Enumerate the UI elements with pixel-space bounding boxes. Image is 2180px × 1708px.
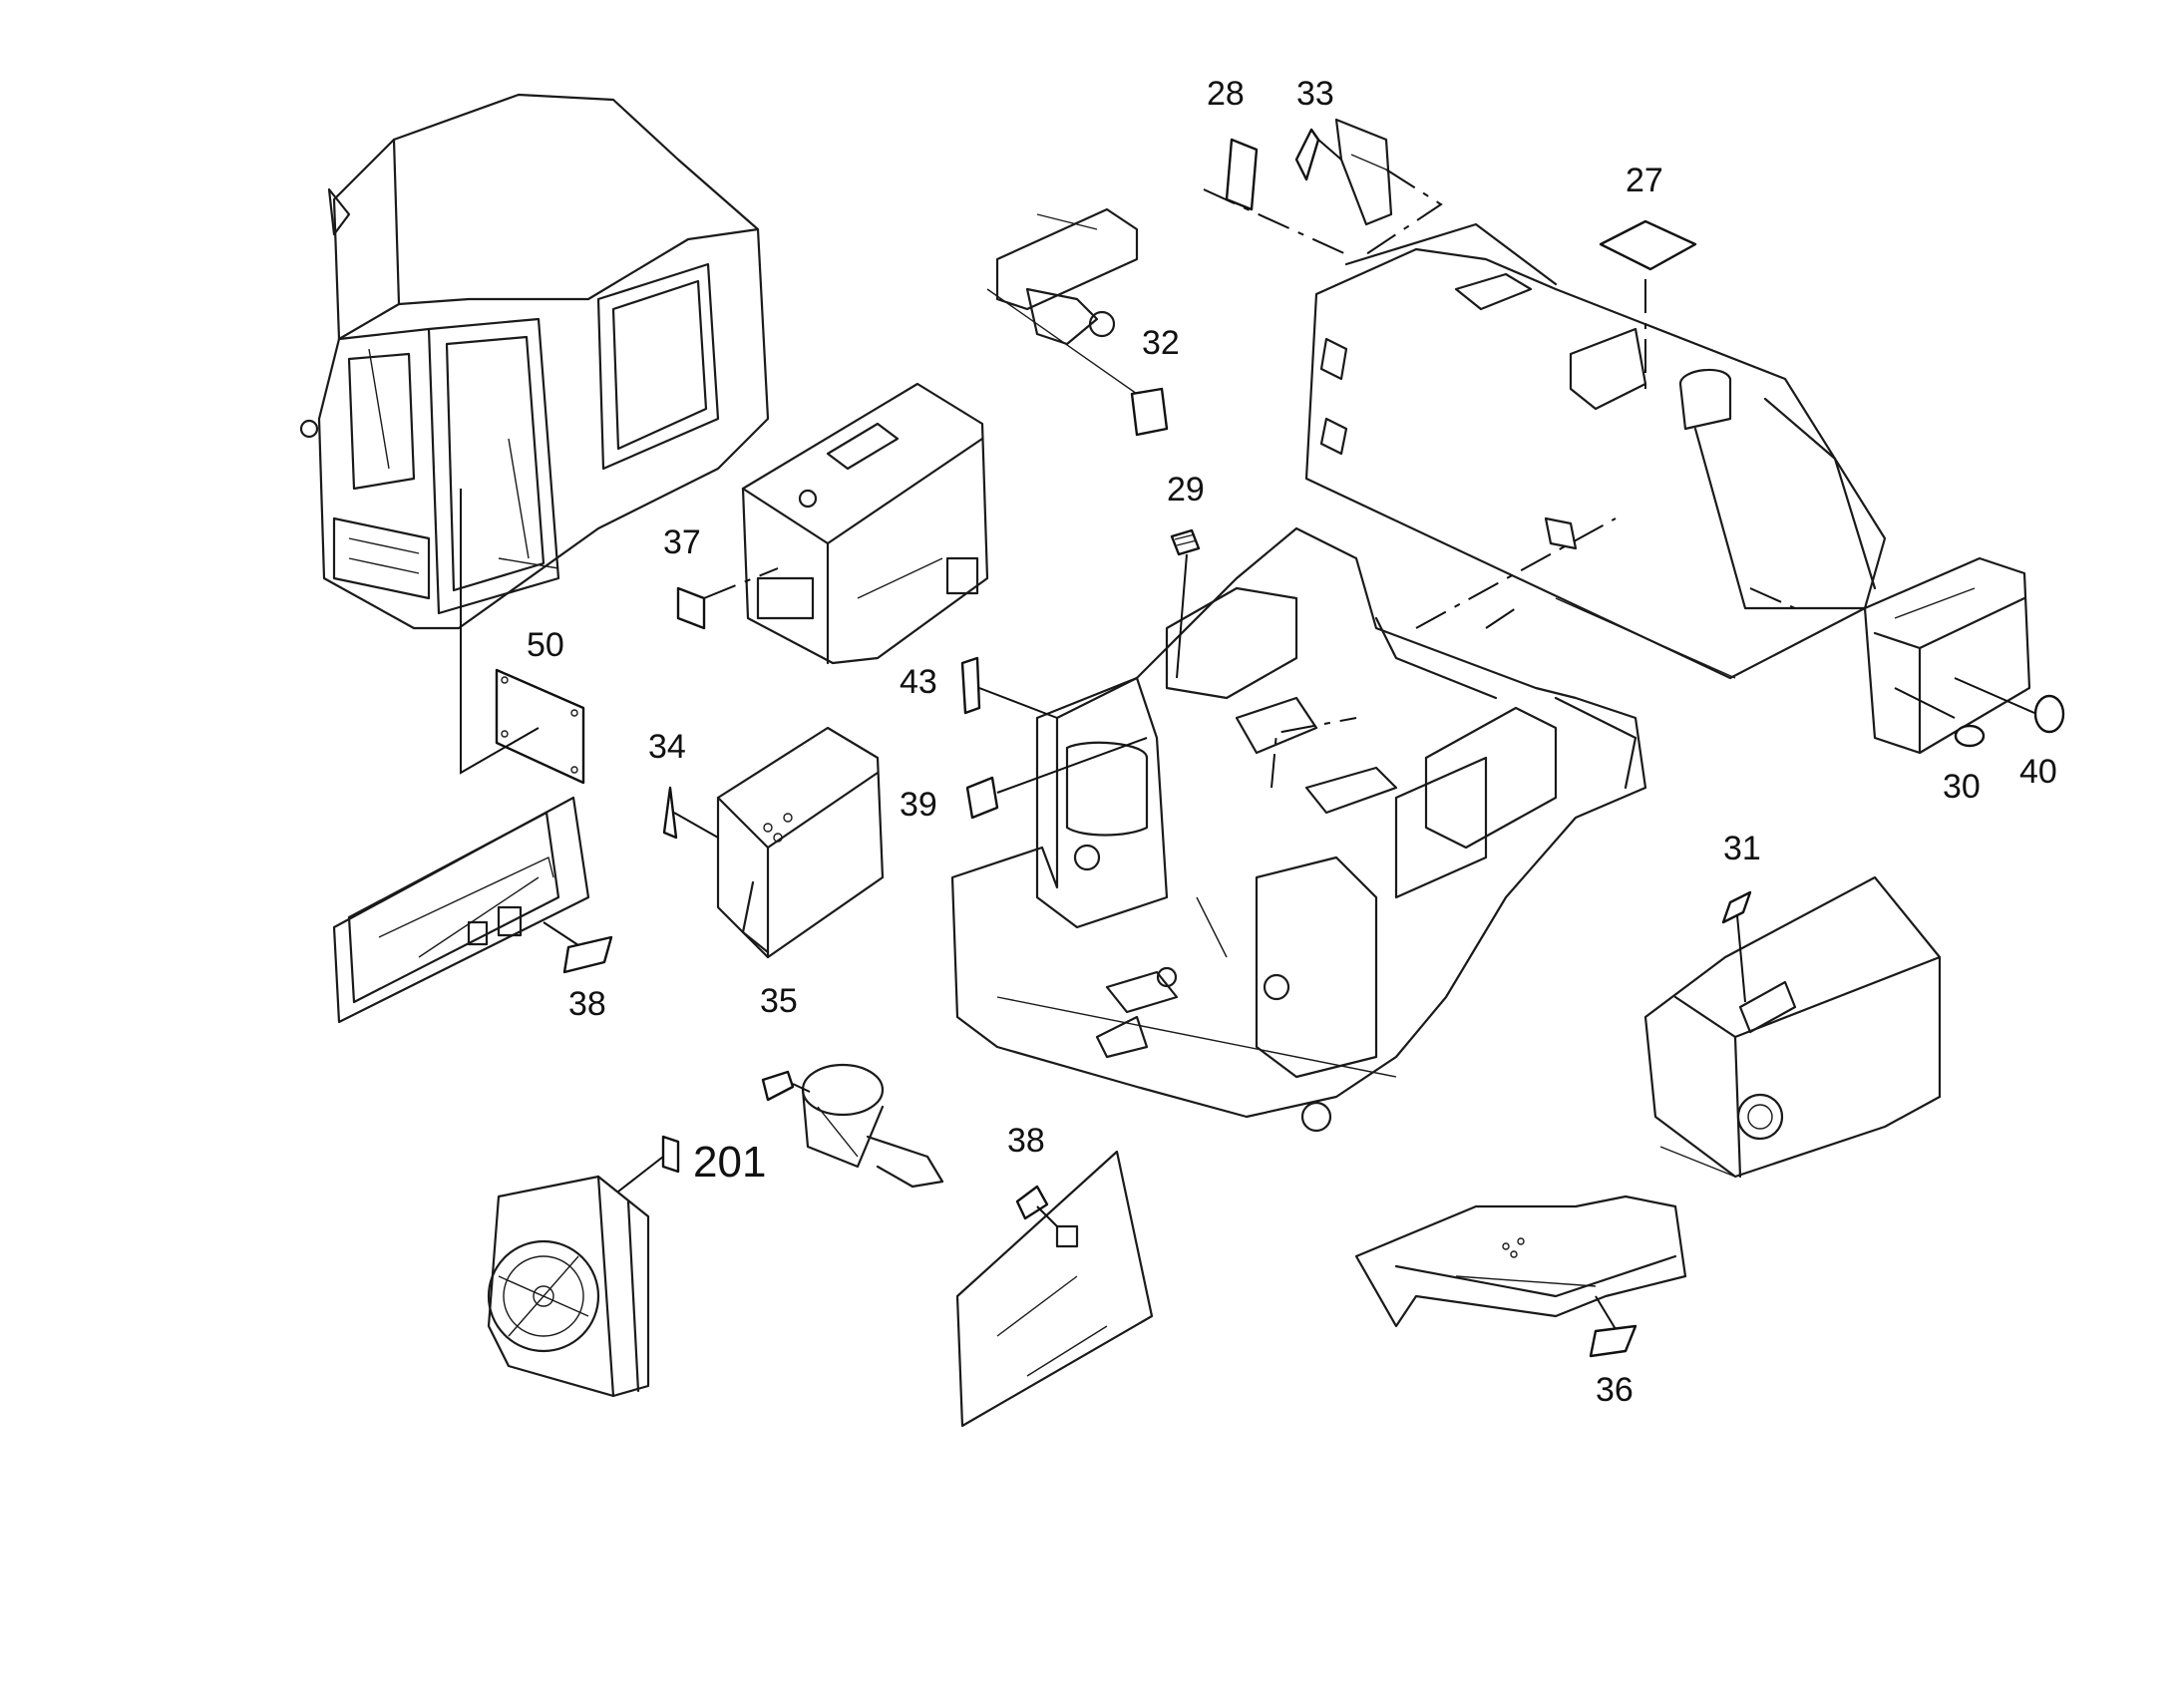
callout-40: 40 bbox=[2019, 753, 2057, 791]
valve-assembly-32 bbox=[986, 207, 1169, 437]
callout-34: 34 bbox=[648, 728, 686, 766]
callout-43: 43 bbox=[900, 663, 937, 701]
callout-27: 27 bbox=[1626, 162, 1663, 199]
fuel-tank-frame bbox=[1304, 222, 1887, 680]
callout-30: 30 bbox=[1943, 768, 1981, 806]
part-27 bbox=[1599, 219, 1697, 399]
callout-201: 201 bbox=[693, 1138, 766, 1187]
part-28 bbox=[1203, 138, 1347, 255]
callout-32: 32 bbox=[1142, 324, 1180, 362]
callout-50: 50 bbox=[527, 626, 564, 664]
side-box-30-40 bbox=[1863, 556, 2065, 755]
main-chassis bbox=[950, 517, 1647, 1133]
door-panel-left bbox=[332, 796, 613, 1024]
part-43 bbox=[960, 656, 1058, 719]
callout-37: 37 bbox=[663, 523, 701, 561]
operator-cab bbox=[299, 93, 770, 630]
callout-38-left: 38 bbox=[568, 985, 606, 1023]
callout-39: 39 bbox=[900, 786, 937, 824]
callout-38-middle: 38 bbox=[1007, 1122, 1045, 1160]
callout-28: 28 bbox=[1207, 75, 1245, 113]
lower-guard-36 bbox=[1354, 1195, 1687, 1358]
control-unit-37 bbox=[676, 382, 989, 665]
switch-bracket-33 bbox=[1294, 118, 1443, 255]
part-50-plate bbox=[460, 489, 585, 785]
callout-31: 31 bbox=[1723, 830, 1761, 867]
callout-33: 33 bbox=[1296, 75, 1334, 113]
hydraulic-pump bbox=[761, 1063, 944, 1189]
callout-35: 35 bbox=[760, 982, 798, 1020]
engine-cover-31 bbox=[1643, 875, 1942, 1179]
part-39 bbox=[965, 737, 1148, 820]
callout-29: 29 bbox=[1167, 471, 1205, 509]
radiator-cooler bbox=[487, 1135, 680, 1398]
callout-36: 36 bbox=[1596, 1371, 1634, 1409]
bracket-34 bbox=[662, 726, 885, 959]
part-29 bbox=[1170, 528, 1201, 679]
side-panel-38 bbox=[955, 1150, 1154, 1428]
